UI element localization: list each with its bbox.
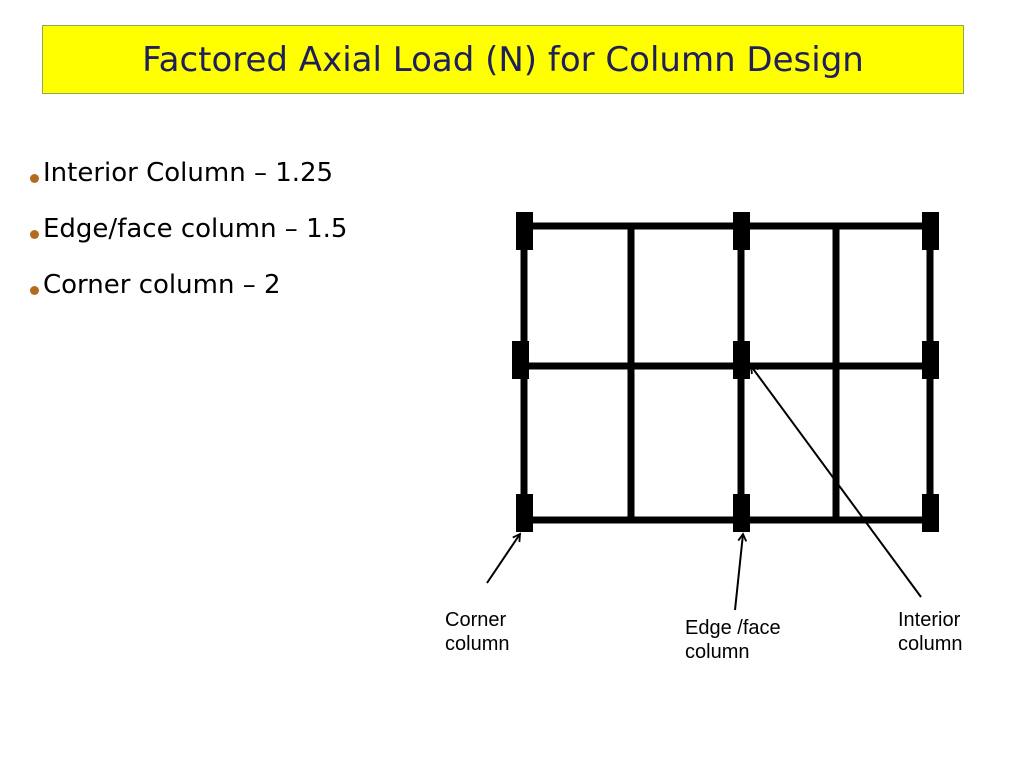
- title-banner: Factored Axial Load (N) for Column Desig…: [42, 25, 964, 94]
- callout-edge-line1: Edge /face: [685, 617, 781, 639]
- beam-lines-vertical: [520, 226, 934, 520]
- bullet-dot-icon: [30, 285, 39, 295]
- bullet-label: Interior Column – 1.25: [43, 158, 334, 188]
- bullet-label: Edge/face column – 1.5: [43, 214, 348, 244]
- columns: [512, 212, 939, 532]
- callout-corner-column: Corner column: [445, 608, 509, 656]
- beam-lines-horizontal: [520, 222, 930, 524]
- corner-column-top-right: [922, 212, 939, 250]
- callout-interior-column: Interior column: [898, 608, 962, 656]
- corner-column-bottom-right: [922, 494, 939, 532]
- callout-edge-column: Edge /face column: [685, 616, 781, 664]
- bullet-list: Interior Column – 1.25 Edge/face column …: [30, 145, 347, 313]
- bullet-item-interior: Interior Column – 1.25: [30, 145, 347, 201]
- bullet-item-edge: Edge/face column – 1.5: [30, 201, 347, 257]
- bullet-label: Corner column – 2: [43, 270, 281, 300]
- corner-column-bottom-left: [516, 494, 533, 532]
- callout-interior-line1: Interior: [898, 609, 961, 631]
- slide-title: Factored Axial Load (N) for Column Desig…: [142, 39, 864, 80]
- callout-edge-line2: column: [685, 641, 750, 663]
- callout-corner-line2: column: [445, 633, 510, 655]
- corner-column-top-left: [516, 212, 533, 250]
- callout-arrows: [486, 364, 922, 611]
- bullet-dot-icon: [30, 173, 39, 183]
- bullet-dot-icon: [30, 229, 39, 239]
- interior-column: [733, 341, 750, 379]
- callout-corner-line1: Corner: [445, 609, 507, 631]
- edge-column-bottom: [733, 494, 750, 532]
- edge-column-top: [733, 212, 750, 250]
- interior-arrow: [749, 364, 922, 598]
- edge-arrow: [734, 532, 748, 611]
- callout-interior-line2: column: [898, 633, 963, 655]
- edge-column-right: [922, 341, 939, 379]
- bullet-item-corner: Corner column – 2: [30, 257, 347, 313]
- corner-arrow: [486, 532, 522, 584]
- edge-column-left: [512, 341, 529, 379]
